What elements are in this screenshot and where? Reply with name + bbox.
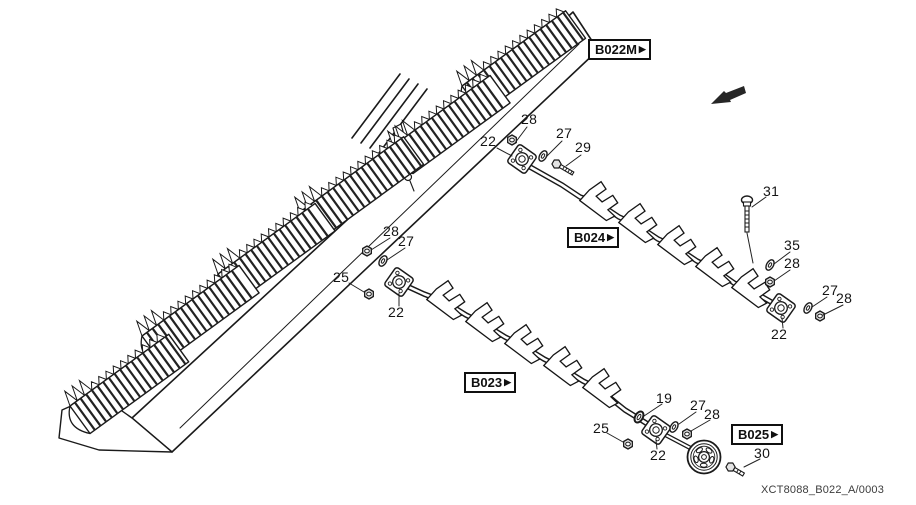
bearing-plate	[766, 293, 796, 323]
part-callout: 22	[771, 326, 788, 342]
washer	[765, 259, 775, 271]
part-callout: 28	[704, 406, 721, 422]
washer	[378, 255, 388, 267]
ref-label-text: B022M	[595, 42, 637, 57]
collar	[633, 410, 645, 424]
part-callout: 27	[822, 282, 839, 298]
ref-label-text: B023	[471, 375, 503, 390]
saw-tooth-edge	[293, 134, 403, 213]
part-callout: 22	[480, 133, 497, 149]
part-callout: 27	[556, 125, 573, 141]
bolt-head	[551, 159, 562, 169]
part-callout: 22	[650, 447, 667, 463]
part-callout: 22	[388, 304, 405, 320]
saw-tooth-edge	[63, 333, 166, 407]
triangle-right-icon: ▶	[638, 44, 646, 54]
washer	[538, 150, 548, 162]
saw-tooth-edge	[455, 8, 565, 87]
part-callout: 28	[836, 290, 853, 306]
drive-pulley	[686, 439, 722, 475]
bolt	[725, 462, 746, 477]
saw-tooth-edge	[386, 73, 489, 147]
part-callout: 28	[784, 255, 801, 271]
part-callout: 25	[593, 420, 610, 436]
saw-tooth-edge	[135, 263, 238, 337]
part-callout: 29	[575, 139, 592, 155]
ref-label-text: B025	[738, 427, 770, 442]
part-callout: 25	[333, 269, 350, 285]
washer	[803, 302, 813, 314]
triangle-right-icon: ▶	[607, 232, 614, 242]
saw-tooth-edge	[211, 201, 314, 275]
ref-label-b023[interactable]: B023 ▶	[464, 372, 516, 393]
ref-label-text: B024	[574, 230, 606, 245]
triangle-right-icon: ▶	[771, 429, 778, 439]
direction-arrow-icon	[711, 86, 746, 104]
drawing-number: XCT8088_B022_A/0003	[761, 484, 885, 496]
part-callout: 19	[656, 390, 673, 406]
part-callout: 27	[690, 397, 707, 413]
bolt-head	[725, 462, 736, 472]
bolt	[551, 159, 575, 176]
part-callout: 28	[383, 223, 400, 239]
part-callout: 35	[784, 237, 801, 253]
ref-label-b024[interactable]: B024 ▶	[567, 227, 619, 248]
ref-label-b022m[interactable]: B022M ▶	[588, 39, 651, 60]
part-callout: 27	[398, 233, 415, 249]
part-callout: 30	[754, 445, 771, 461]
bearing-plate	[384, 267, 414, 297]
triangle-right-icon: ▶	[504, 377, 511, 387]
bearing-plate	[641, 415, 671, 445]
part-callout: 31	[763, 183, 780, 199]
bearing-plate	[507, 144, 537, 174]
ref-label-b025[interactable]: B025 ▶	[731, 424, 783, 445]
washer	[669, 421, 679, 433]
part-callout: 28	[521, 111, 538, 127]
